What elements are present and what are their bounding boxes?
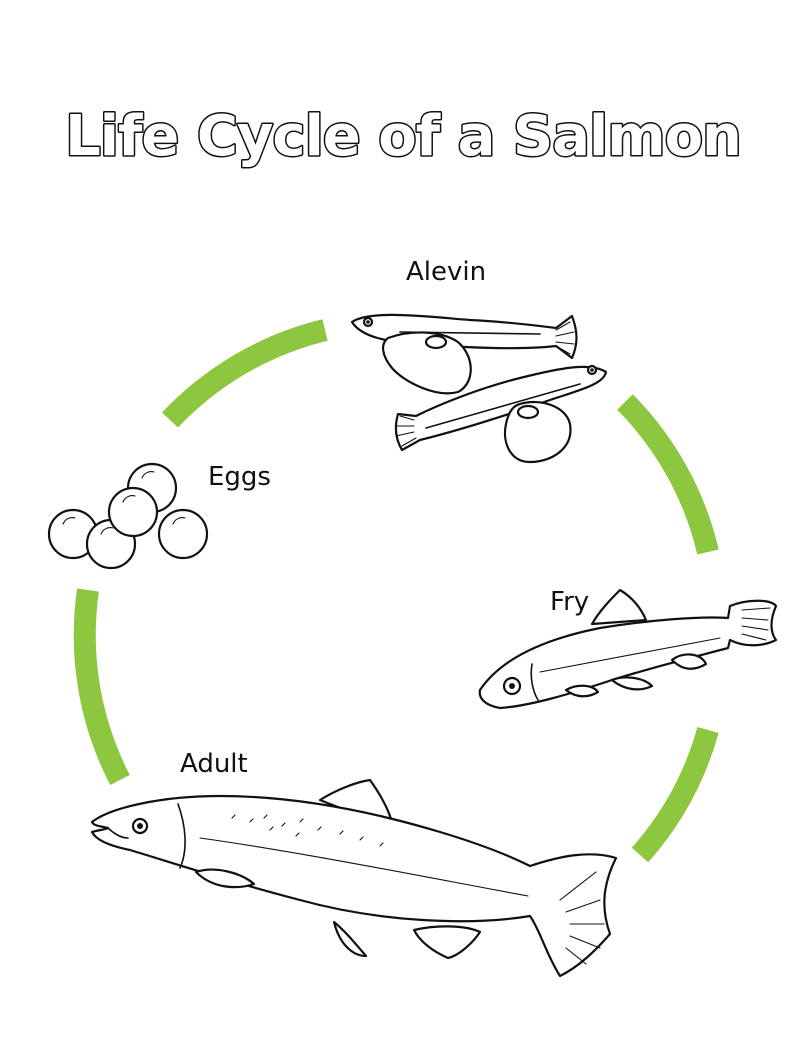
adult-label: Adult	[180, 749, 248, 779]
cycle-arc-alevin-to-fry	[617, 394, 719, 555]
adult-salmon-icon	[90, 778, 618, 978]
alevin-fish-icon	[350, 313, 608, 464]
salmon-eggs-icon	[47, 462, 209, 570]
cycle-arc-eggs-to-alevin	[162, 319, 328, 428]
fry-fish-icon	[478, 588, 778, 710]
cycle-arc-fry-to-adult	[631, 726, 719, 863]
fry-label: Fry	[550, 587, 589, 617]
eggs-label: Eggs	[208, 462, 271, 492]
alevin-label: Alevin	[406, 257, 486, 287]
cycle-arc-adult-to-eggs	[73, 588, 130, 786]
page-title: Life Cycle of a Salmon	[65, 104, 741, 169]
cycle-arrows	[73, 319, 719, 863]
